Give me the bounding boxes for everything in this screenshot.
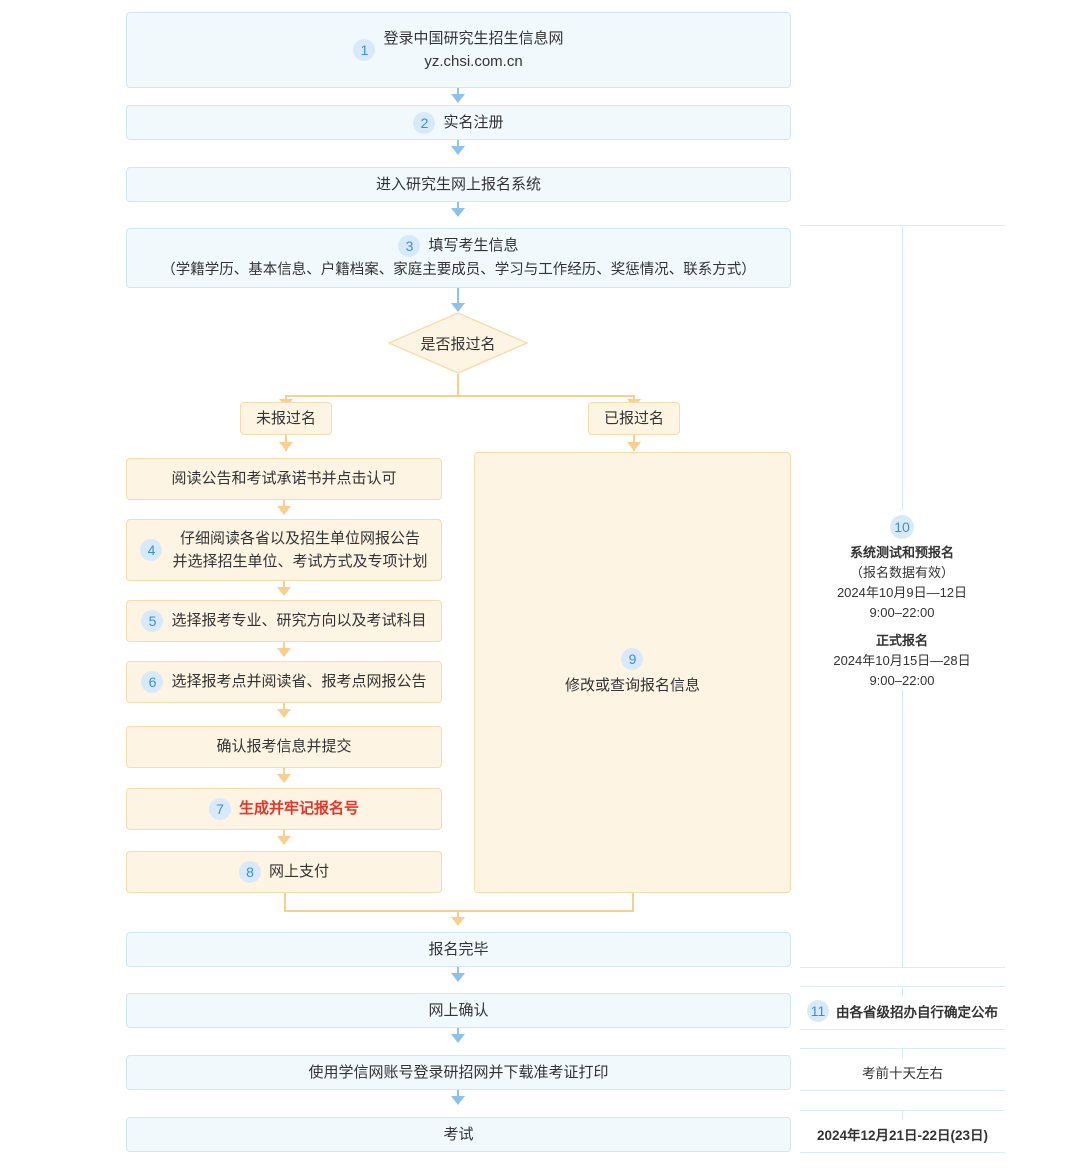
node-choose-site[interactable]: 6 选择报考点并阅读省、报考点网报公告 bbox=[126, 661, 442, 703]
timeline-pretest-subtitle: （报名数据有效） bbox=[849, 565, 954, 581]
node-signup-complete[interactable]: 报名完毕 bbox=[126, 932, 791, 967]
node-fill-info-detail: （学籍学历、基本信息、户籍档案、家庭主要成员、学习与工作经历、奖惩情况、联系方式… bbox=[161, 262, 756, 279]
arrow-left-branch-down bbox=[279, 442, 293, 451]
step-badge-6: 6 bbox=[141, 671, 164, 693]
node-modify-query-label: 修改或查询报名信息 bbox=[564, 676, 700, 694]
node-read-notice-label: 阅读公告和考试承诺书并点击认可 bbox=[171, 470, 397, 488]
node-generate-number[interactable]: 7 生成并牢记报名号 bbox=[126, 788, 442, 830]
timeline-badge-10: 10 bbox=[890, 515, 914, 539]
node-confirm-submit[interactable]: 确认报考信息并提交 bbox=[126, 726, 442, 768]
timeline-row-online-confirm-label: 由各省级招办自行确定公布 bbox=[836, 1005, 998, 1020]
timeline-formal-title: 正式报名 bbox=[875, 632, 928, 648]
connector-merge-bar bbox=[284, 910, 634, 912]
arrow-read-provincial-down bbox=[277, 587, 291, 596]
node-exam-label: 考试 bbox=[443, 1125, 474, 1143]
step-badge-8: 8 bbox=[238, 861, 261, 883]
node-read-notice[interactable]: 阅读公告和考试承诺书并点击认可 bbox=[126, 458, 442, 500]
step-badge-4: 4 bbox=[140, 539, 163, 561]
connector-decision-split bbox=[285, 395, 634, 397]
timeline-pretest-time: 9:00–22:00 bbox=[869, 605, 935, 621]
arrow-confirm-submit-down bbox=[277, 774, 291, 783]
connector-merge-stem bbox=[457, 910, 459, 922]
step-badge-3: 3 bbox=[398, 234, 421, 257]
node-register[interactable]: 2 实名注册 bbox=[126, 105, 791, 140]
arrow-generate-number-down bbox=[277, 836, 291, 845]
connector-merge-right bbox=[632, 893, 634, 911]
node-read-provincial-label: 仔细阅读各省以及招生单位网报公告 并选择招生单位、考试方式及专项计划 bbox=[172, 529, 428, 570]
node-read-provincial[interactable]: 4 仔细阅读各省以及招生单位网报公告 并选择招生单位、考试方式及专项计划 bbox=[126, 519, 442, 581]
node-branch-registered-label: 已报过名 bbox=[603, 409, 664, 427]
step-badge-5: 5 bbox=[141, 610, 164, 632]
step-badge-9: 9 bbox=[621, 647, 644, 670]
node-exam[interactable]: 考试 bbox=[126, 1117, 791, 1152]
node-online-pay[interactable]: 8 网上支付 bbox=[126, 851, 442, 893]
node-download-admit-label: 使用学信网账号登录研招网并下载准考证打印 bbox=[308, 1063, 609, 1081]
arrow-confirm-download bbox=[451, 1034, 465, 1043]
timeline-formal-date: 2024年10月15日—28日 bbox=[833, 652, 971, 668]
node-generate-number-label: 生成并牢记报名号 bbox=[238, 800, 359, 818]
node-confirm-submit-label: 确认报考信息并提交 bbox=[216, 738, 352, 756]
connector-decision-stem bbox=[457, 374, 459, 396]
node-download-admit[interactable]: 使用学信网账号登录研招网并下载准考证打印 bbox=[126, 1055, 791, 1090]
timeline-row-exam-date: 2024年12月21日-22日(23日) bbox=[800, 1120, 1005, 1148]
timeline-block-registration: 系统测试和预报名 （报名数据有效） 2024年10月9日—12日 9:00–22… bbox=[802, 543, 1002, 691]
node-fill-info[interactable]: 3 填写考生信息 （学籍学历、基本信息、户籍档案、家庭主要成员、学习与工作经历、… bbox=[126, 228, 791, 288]
diamond-shape bbox=[388, 312, 528, 374]
timeline-row-exam-date-label: 2024年12月21日-22日(23日) bbox=[816, 1128, 989, 1143]
node-choose-major[interactable]: 5 选择报考专业、研究方向以及考试科目 bbox=[126, 600, 442, 642]
arrow-complete-confirm bbox=[451, 973, 465, 982]
node-fill-info-label: 填写考生信息 bbox=[428, 237, 519, 255]
timeline-badge-11: 11 bbox=[807, 1000, 829, 1022]
timeline-tick-exam bbox=[902, 1110, 903, 1120]
node-login[interactable]: 1 登录中国研究生招生信息网 yz.chsi.com.cn bbox=[126, 12, 791, 88]
node-decision-registered[interactable]: 是否报过名 bbox=[388, 312, 528, 374]
node-branch-not-registered[interactable]: 未报过名 bbox=[240, 402, 332, 435]
arrow-choose-site-down bbox=[277, 709, 291, 718]
step-badge-7: 7 bbox=[208, 798, 231, 820]
arrow-read-notice-down bbox=[277, 506, 291, 515]
node-choose-site-label: 选择报考点并阅读省、报考点网报公告 bbox=[171, 673, 427, 691]
timeline-row-admit-card: 考前十天左右 bbox=[800, 1058, 1005, 1086]
timeline-rule-confirm-bottom bbox=[800, 1029, 1005, 1030]
connector-merge-left bbox=[284, 893, 286, 911]
timeline-formal-time: 9:00–22:00 bbox=[869, 672, 935, 688]
node-branch-not-registered-label: 未报过名 bbox=[255, 409, 316, 427]
node-branch-registered[interactable]: 已报过名 bbox=[588, 402, 680, 435]
node-register-label: 实名注册 bbox=[443, 113, 504, 131]
timeline-rule-complete-top bbox=[800, 967, 1005, 968]
timeline-vline-lower bbox=[902, 690, 903, 968]
timeline-pretest-title: 系统测试和预报名 bbox=[849, 545, 954, 560]
node-decision-label: 是否报过名 bbox=[420, 335, 496, 353]
arrow-right-branch-down bbox=[627, 442, 641, 451]
step-badge-1: 1 bbox=[353, 39, 376, 61]
node-online-confirm-label: 网上确认 bbox=[428, 1001, 489, 1019]
node-login-label: 登录中国研究生招生信息网 yz.chsi.com.cn bbox=[383, 29, 564, 70]
node-online-confirm[interactable]: 网上确认 bbox=[126, 993, 791, 1028]
timeline-row-online-confirm: 11 由各省级招办自行确定公布 bbox=[800, 997, 1005, 1025]
node-enter-system[interactable]: 进入研究生网上报名系统 bbox=[126, 167, 791, 202]
arrow-1-2 bbox=[451, 94, 465, 103]
arrow-download-exam bbox=[451, 1096, 465, 1105]
node-modify-query[interactable]: 9 修改或查询报名信息 bbox=[474, 452, 791, 893]
timeline-tick-confirm bbox=[902, 986, 903, 996]
node-signup-complete-label: 报名完毕 bbox=[428, 940, 489, 958]
step-badge-2: 2 bbox=[413, 111, 436, 134]
node-online-pay-label: 网上支付 bbox=[268, 863, 329, 881]
timeline-rule-exam-bottom bbox=[800, 1152, 1005, 1153]
arrow-3-4 bbox=[451, 208, 465, 217]
arrow-2-3 bbox=[451, 146, 465, 155]
node-enter-system-label: 进入研究生网上报名系统 bbox=[375, 175, 541, 193]
timeline-vline-upper bbox=[902, 225, 903, 510]
arrow-4-decision bbox=[451, 303, 465, 312]
timeline-pretest-date: 2024年10月9日—12日 bbox=[836, 585, 968, 601]
timeline-row-admit-card-label: 考前十天左右 bbox=[862, 1066, 943, 1081]
connector-4-decision bbox=[457, 288, 459, 310]
arrow-merge-down bbox=[451, 917, 465, 926]
timeline-rule-admit-bottom bbox=[800, 1090, 1005, 1091]
timeline-tick-admit bbox=[902, 1048, 903, 1058]
arrow-choose-major-down bbox=[277, 648, 291, 657]
node-choose-major-label: 选择报考专业、研究方向以及考试科目 bbox=[171, 612, 427, 630]
